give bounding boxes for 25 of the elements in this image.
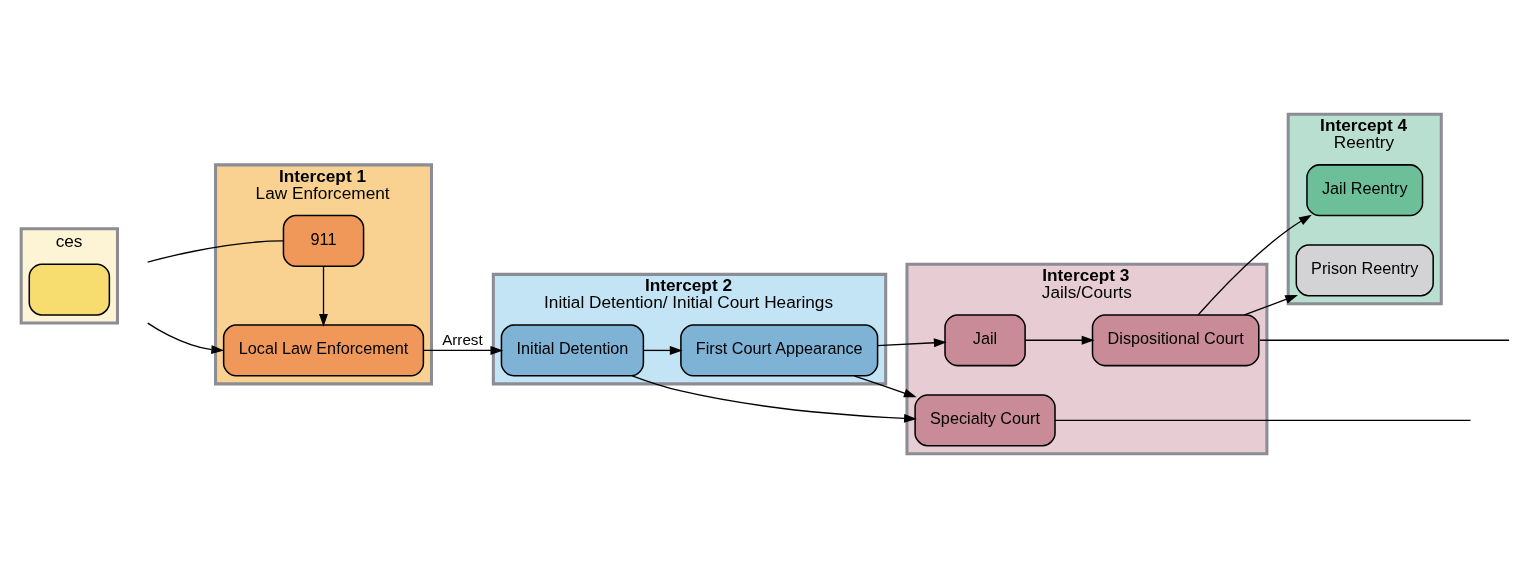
arrow xyxy=(1024,335,1094,345)
node-box: First Court Appearance xyxy=(679,323,878,376)
node-box: Local Law Enforcement xyxy=(222,323,424,376)
node-box: Specialty Court xyxy=(913,393,1056,446)
node-box: Initial Detention xyxy=(500,323,644,376)
node-box: Jail Reentry xyxy=(1305,163,1423,216)
edge-label: Arrest xyxy=(441,330,483,348)
connector xyxy=(1053,419,1471,421)
node-box: 911 xyxy=(282,214,364,267)
node-box: Dispositional Court xyxy=(1091,313,1260,366)
arrow xyxy=(1243,294,1298,316)
arrow xyxy=(1197,214,1312,315)
arrow xyxy=(852,374,917,397)
arrow xyxy=(318,265,328,327)
node-box: Jail xyxy=(943,313,1026,366)
arrow xyxy=(631,374,917,423)
node-box xyxy=(28,262,110,316)
node-box: Prison Reentry xyxy=(1295,243,1434,296)
connector xyxy=(1258,339,1510,341)
arrow xyxy=(146,321,224,354)
cluster: ces xyxy=(19,226,119,325)
arrow xyxy=(642,345,683,355)
arrow xyxy=(876,337,947,347)
connector xyxy=(146,239,284,263)
arrow xyxy=(422,345,503,355)
